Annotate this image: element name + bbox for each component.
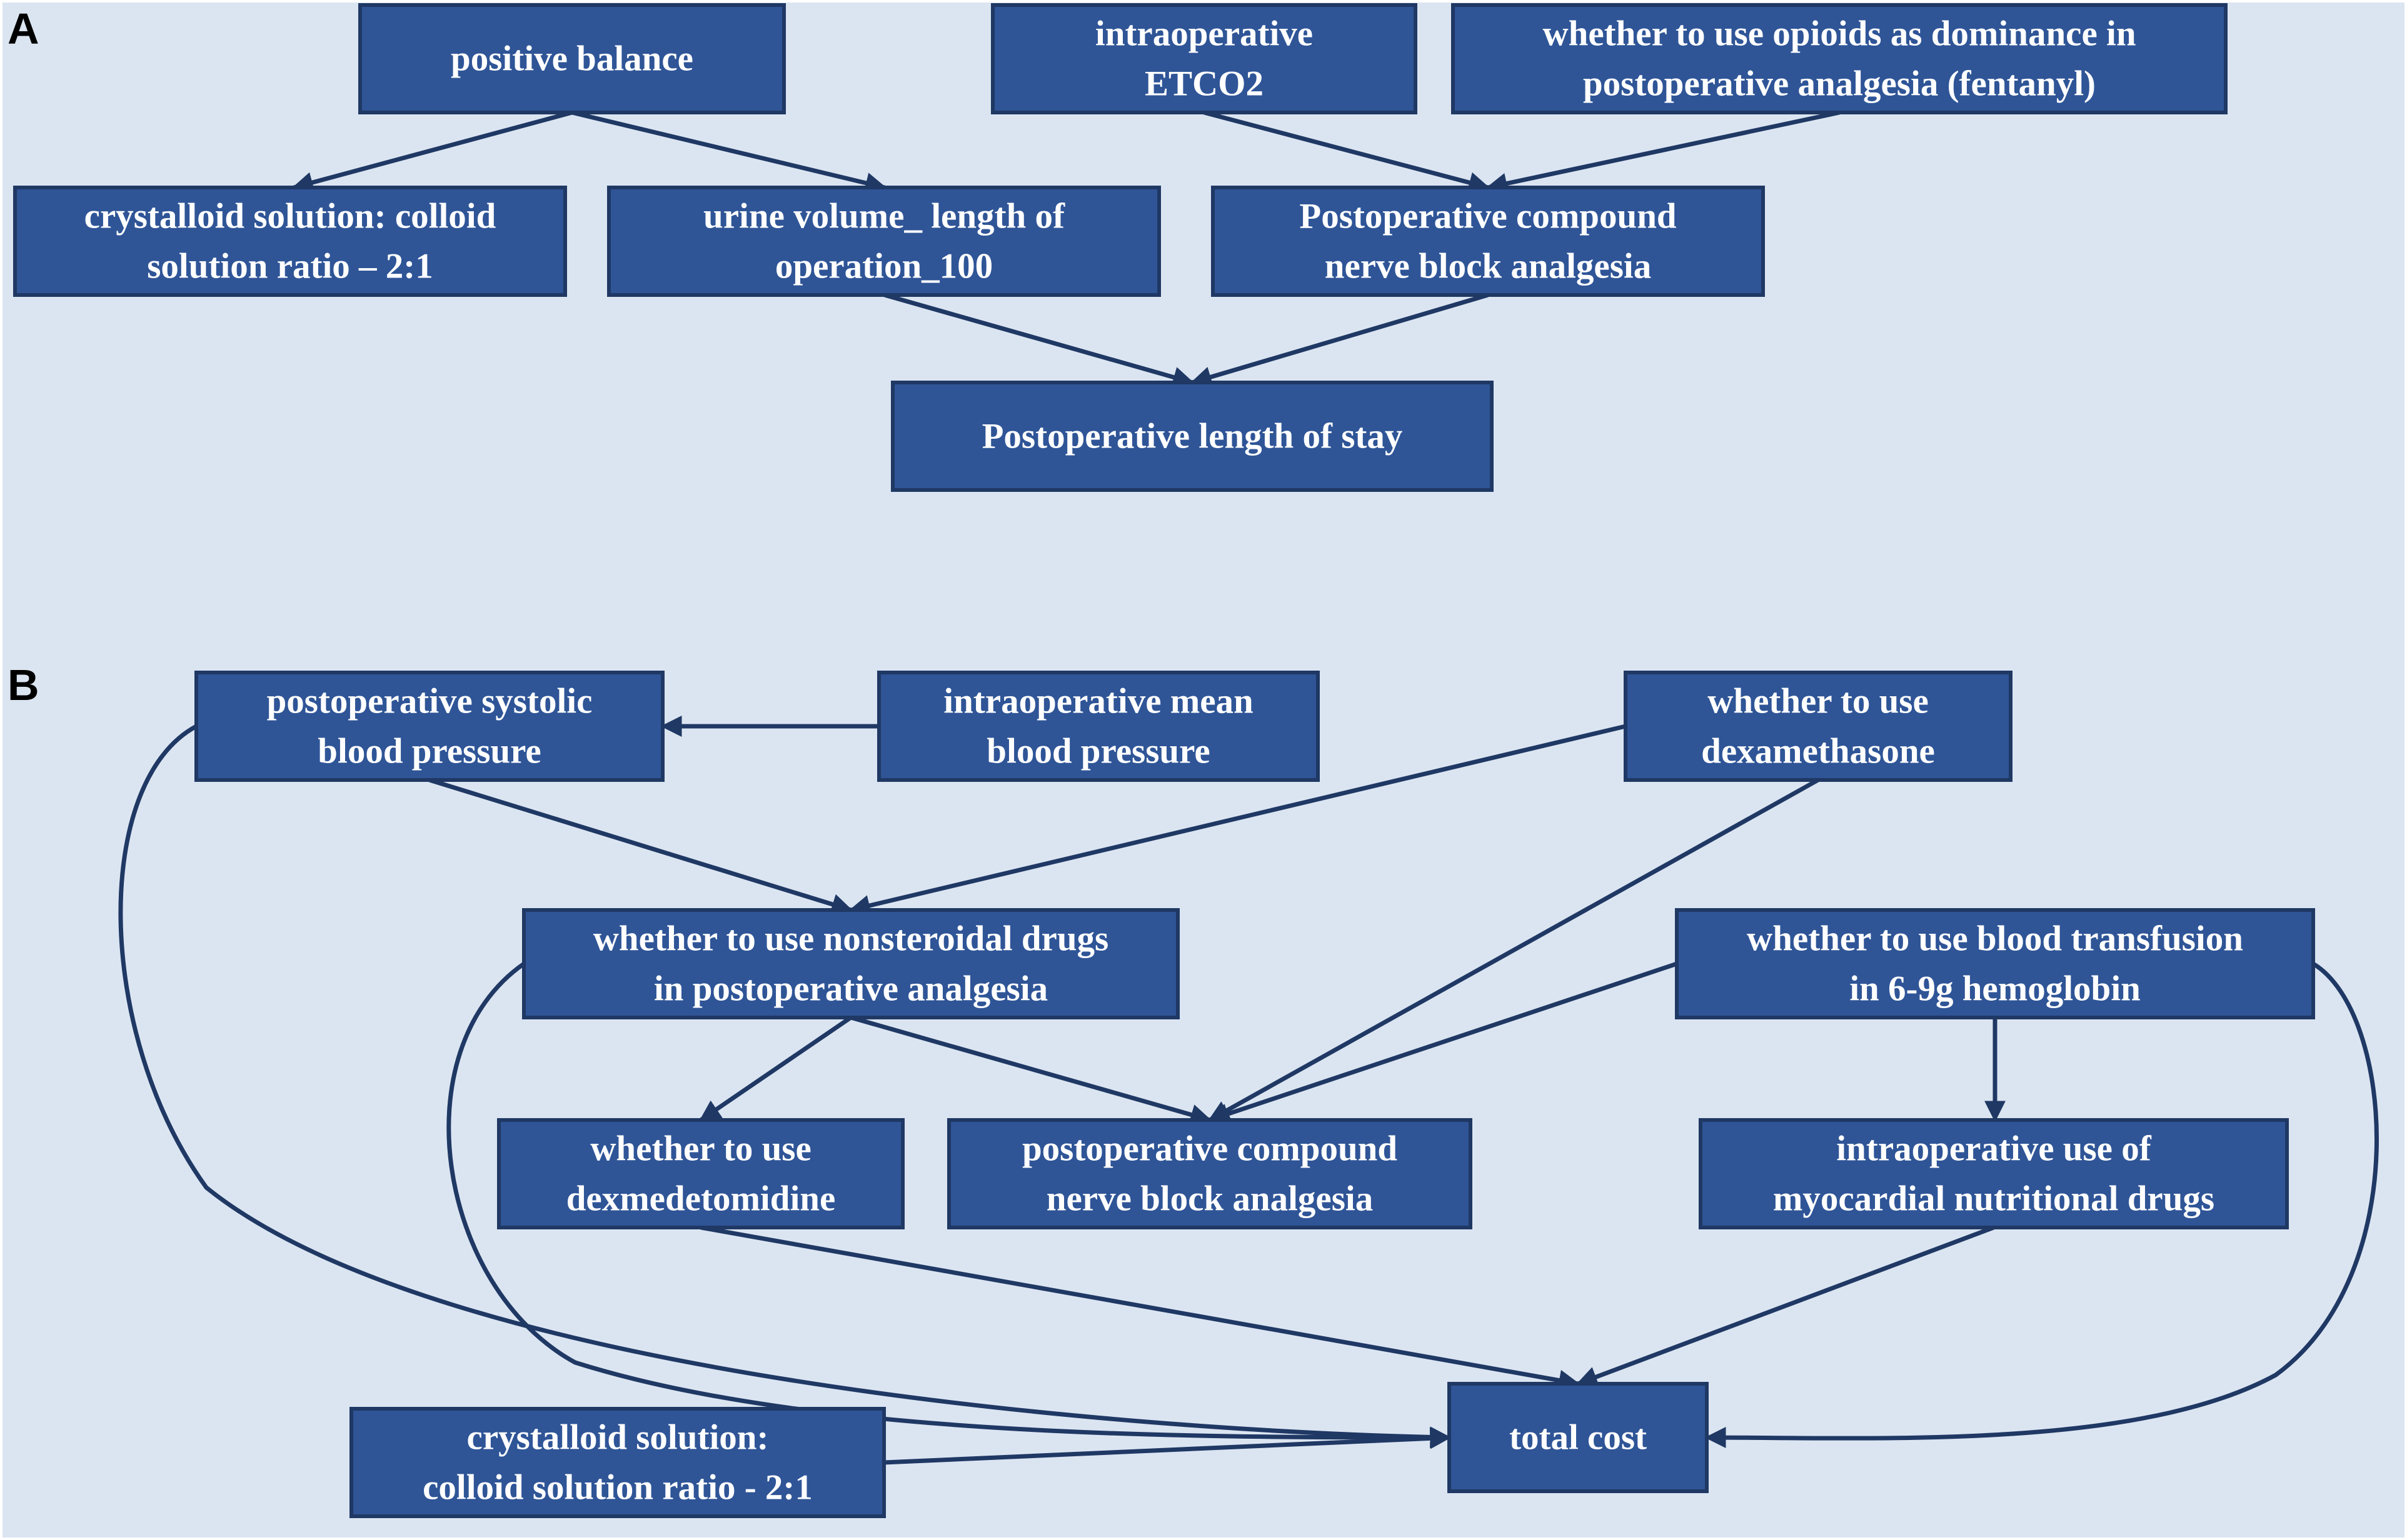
node-box bbox=[947, 1118, 1472, 1229]
node-label-line: solution ratio – 2:1 bbox=[147, 247, 433, 286]
node-box bbox=[497, 1118, 905, 1229]
node-label-line: myocardial nutritional drugs bbox=[1773, 1179, 2214, 1219]
node-b-dexa: whether to use dexamethasone bbox=[1624, 671, 2013, 782]
node-label-line: urine volume_ length of bbox=[703, 197, 1065, 236]
node-a-urine: urine volume_ length of operation_100 bbox=[607, 186, 1161, 297]
edge-b-dexmed-to-b-total-cost bbox=[700, 1225, 1580, 1391]
node-b-transfusion: whether to use blood transfusion in 6-9g … bbox=[1675, 908, 2315, 1019]
edge-b-nsaid-to-b-nerve-block bbox=[850, 1015, 1212, 1125]
node-b-sbp: postoperative systolic blood pressure bbox=[194, 671, 665, 782]
node-b-myocardial: intraoperative use of myocardial nutritio… bbox=[1699, 1118, 2289, 1229]
edge-b-sbp-to-b-nsaid bbox=[428, 778, 853, 915]
node-box bbox=[1451, 3, 2228, 114]
node-label-line: postoperative analgesia (fentanyl) bbox=[1583, 64, 2096, 104]
node-b-dexmed: whether to use dexmedetomidine bbox=[497, 1118, 905, 1229]
node-a-opioids: whether to use opioids as dominance in po… bbox=[1451, 3, 2228, 114]
node-b-crystalloid: crystalloid solution: colloid solution ra… bbox=[349, 1407, 886, 1518]
node-label-line: nerve block analgesia bbox=[1325, 247, 1652, 286]
node-box bbox=[522, 908, 1180, 1019]
panel-b-label: B bbox=[8, 661, 39, 709]
node-label-line: intraoperative use of bbox=[1836, 1129, 2151, 1169]
node-b-total-cost: total cost bbox=[1447, 1382, 1709, 1493]
node-label-line: blood pressure bbox=[987, 732, 1210, 771]
edge-b-crystalloid-to-b-total-cost bbox=[883, 1428, 1452, 1465]
node-label-line: Postoperative compound bbox=[1299, 197, 1677, 236]
edges-layer bbox=[118, 110, 2379, 1465]
edge-a-pos-balance-to-a-crystalloid bbox=[291, 110, 573, 193]
edge-b-nsaid-to-b-total-cost bbox=[446, 962, 1452, 1448]
node-label-line: crystalloid solution: bbox=[467, 1418, 769, 1458]
node-box bbox=[607, 186, 1161, 297]
node-box bbox=[1447, 1382, 1709, 1493]
edge-b-nsaid-to-b-dexmed bbox=[699, 1016, 852, 1122]
node-label-line: postoperative compound bbox=[1022, 1129, 1397, 1169]
edge-a-opioids-to-a-nerve-block bbox=[1485, 110, 1840, 194]
node-a-pos-balance: positive balance bbox=[358, 3, 786, 114]
node-label-line: positive balance bbox=[451, 39, 693, 79]
node-b-nsaid: whether to use nonsteroidal drugs in post… bbox=[522, 908, 1180, 1019]
node-label-line: in 6-9g hemoglobin bbox=[1849, 969, 2141, 1009]
node-label-line: ETCO2 bbox=[1145, 64, 1264, 104]
node-label-line: crystalloid solution: colloid bbox=[84, 197, 496, 236]
node-box bbox=[1624, 671, 2013, 782]
edge-b-myocardial-to-b-total-cost bbox=[1575, 1225, 1995, 1388]
node-box bbox=[1675, 908, 2315, 1019]
edge-b-dexa-to-b-nerve-block bbox=[1208, 778, 1819, 1122]
node-box bbox=[358, 3, 786, 114]
node-label-line: dexamethasone bbox=[1701, 732, 1935, 771]
node-box bbox=[991, 3, 1417, 114]
node-label-line: whether to use bbox=[590, 1129, 812, 1169]
edge-a-pos-balance-to-a-urine bbox=[571, 110, 887, 194]
node-label-line: intraoperative mean bbox=[943, 682, 1253, 721]
panel-a-label: A bbox=[8, 4, 39, 53]
edge-b-transfusion-to-b-nerve-block bbox=[1207, 961, 1678, 1124]
node-a-crystalloid: crystalloid solution: colloid solution ra… bbox=[13, 186, 567, 297]
node-label-line: postoperative systolic bbox=[267, 682, 593, 721]
node-label-line: total cost bbox=[1509, 1418, 1647, 1458]
node-label-line: in postoperative analgesia bbox=[654, 969, 1048, 1009]
edge-b-transfusion-to-b-total-cost bbox=[1704, 962, 2379, 1449]
panel-b-background bbox=[3, 646, 2404, 1538]
node-label-line: dexmedetomidine bbox=[566, 1179, 836, 1219]
node-box bbox=[877, 671, 1320, 782]
node-label-line: intraoperative bbox=[1095, 14, 1313, 54]
edge-b-dexa-to-b-nsaid bbox=[848, 724, 1626, 916]
node-label-line: colloid solution ratio - 2:1 bbox=[423, 1468, 813, 1508]
node-label-line: whether to use nonsteroidal drugs bbox=[593, 919, 1108, 959]
node-box bbox=[1211, 186, 1765, 297]
node-a-nerve-block: Postoperative compound nerve block analge… bbox=[1211, 186, 1765, 297]
node-label-line: nerve block analgesia bbox=[1047, 1179, 1374, 1219]
node-a-los: Postoperative length of stay bbox=[891, 381, 1494, 492]
node-box bbox=[891, 381, 1494, 492]
edge-a-nerve-block-to-a-los bbox=[1190, 292, 1489, 388]
node-box bbox=[194, 671, 665, 782]
node-label-line: whether to use blood transfusion bbox=[1747, 919, 2243, 959]
node-label-line: Postoperative length of stay bbox=[982, 417, 1403, 456]
node-b-map: intraoperative mean blood pressure bbox=[877, 671, 1320, 782]
node-label-line: blood pressure bbox=[318, 732, 541, 771]
node-box bbox=[349, 1407, 886, 1518]
edge-b-sbp-to-b-total-cost bbox=[118, 724, 1452, 1448]
node-label-line: whether to use bbox=[1707, 682, 1929, 721]
node-b-nerve-block: postoperative compound nerve block analge… bbox=[947, 1118, 1472, 1229]
node-box bbox=[13, 186, 567, 297]
node-label-line: operation_100 bbox=[775, 247, 993, 286]
node-label-line: whether to use opioids as dominance in bbox=[1542, 14, 2136, 54]
node-box bbox=[1699, 1118, 2289, 1229]
edge-a-etco2-to-a-nerve-block bbox=[1204, 110, 1490, 193]
edge-a-urine-to-a-los bbox=[884, 292, 1195, 388]
